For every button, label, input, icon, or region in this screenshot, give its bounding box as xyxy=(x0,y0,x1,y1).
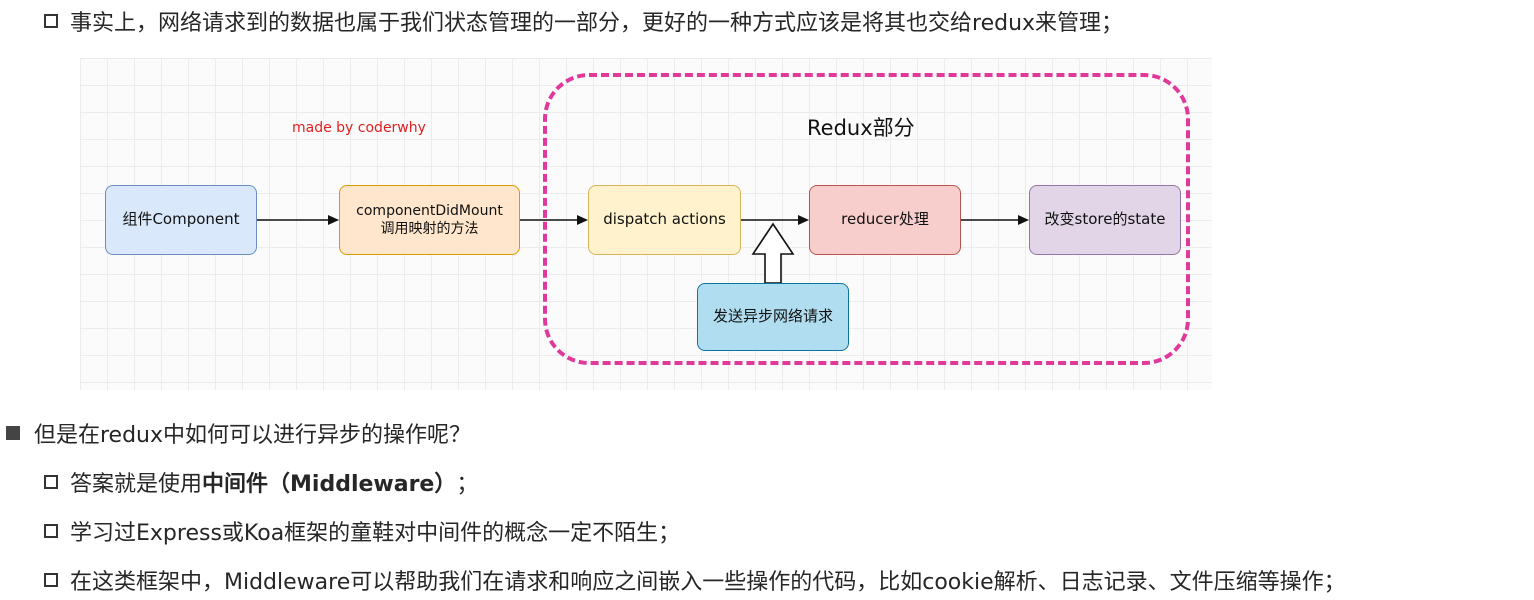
line-5-text: 在这类框架中，Middleware可以帮助我们在请求和响应之间嵌入一些操作的代码… xyxy=(70,570,1346,595)
arrowhead-reducer-icon xyxy=(798,215,809,225)
bullet-line-2: 但是在redux中如何可以进行异步的操作呢？ xyxy=(6,417,471,449)
arrowhead-didmount-icon xyxy=(328,215,339,225)
node-dispatch-actions: dispatch actions xyxy=(588,185,741,255)
hollow-up-arrow-icon xyxy=(751,222,795,284)
node-reducer: reducer处理 xyxy=(809,185,961,255)
node-dispatch-label: dispatch actions xyxy=(603,210,726,229)
node-async-request: 发送异步网络请求 xyxy=(697,283,849,351)
node-component-did-mount: componentDidMount 调用映射的方法 xyxy=(339,185,520,255)
hollow-square-bullet-icon xyxy=(44,475,58,489)
redux-region-title: Redux部分 xyxy=(807,116,915,140)
arrowhead-dispatch-icon xyxy=(577,215,588,225)
line-1-text: 事实上，网络请求到的数据也属于我们状态管理的一部分，更好的一种方式应该是将其也交… xyxy=(70,11,1124,36)
redux-flow-diagram: Redux部分 made by coderwhy 组件Component com… xyxy=(80,58,1212,390)
diagram-credit: made by coderwhy xyxy=(292,120,426,136)
bullet-line-4: 学习过Express或Koa框架的童鞋对中间件的概念一定不陌生； xyxy=(44,515,680,547)
line-3-text-post: ； xyxy=(456,472,479,497)
bullet-line-3: 答案就是使用 中间件（Middleware） ； xyxy=(44,466,478,498)
node-async-label: 发送异步网络请求 xyxy=(712,307,833,326)
hollow-square-bullet-icon xyxy=(44,573,58,587)
node-did-mount-label-2: 调用映射的方法 xyxy=(380,221,479,237)
redux-region-border xyxy=(543,73,1190,365)
bullet-line-5: 在这类框架中，Middleware可以帮助我们在请求和响应之间嵌入一些操作的代码… xyxy=(44,564,1346,596)
node-did-mount-label-1: componentDidMount xyxy=(356,202,503,219)
hollow-square-bullet-icon xyxy=(44,524,58,538)
arrowhead-store-icon xyxy=(1018,215,1029,225)
line-4-text: 学习过Express或Koa框架的童鞋对中间件的概念一定不陌生； xyxy=(70,521,681,546)
solid-square-bullet-icon xyxy=(6,426,20,440)
node-store-label: 改变store的state xyxy=(1044,210,1166,229)
node-component-label: 组件Component xyxy=(122,210,240,229)
hollow-square-bullet-icon xyxy=(44,14,58,28)
line-3-text-pre: 答案就是使用 xyxy=(70,472,203,497)
line-2-text: 但是在redux中如何可以进行异步的操作呢？ xyxy=(34,423,472,448)
node-component: 组件Component xyxy=(105,185,257,255)
node-reducer-label: reducer处理 xyxy=(841,210,929,229)
line-3-text-bold: 中间件（Middleware） xyxy=(202,472,457,497)
bullet-line-1: 事实上，网络请求到的数据也属于我们状态管理的一部分，更好的一种方式应该是将其也交… xyxy=(44,5,1123,37)
node-store-state: 改变store的state xyxy=(1029,185,1181,255)
